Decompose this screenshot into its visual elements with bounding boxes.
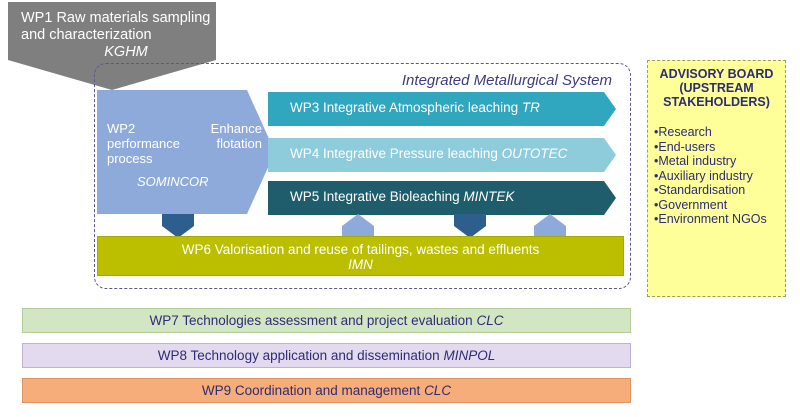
advisory-board-list: Research End-users Metal industry Auxili…	[654, 125, 785, 227]
wp2-partner: SOMINCOR	[137, 174, 209, 189]
advisory-item: End-users	[654, 140, 785, 155]
wp2-chevron-shape	[97, 90, 275, 214]
wp3-arrow-shape	[268, 92, 616, 126]
wp4-label: WP4 Integrative Pressure leaching	[290, 146, 498, 161]
wp4-box: WP4 Integrative Pressure leaching OUTOTE…	[268, 138, 616, 172]
advisory-item: Environment NGOs	[654, 212, 785, 227]
wp1-partner: KGHM	[104, 44, 148, 60]
wp5-box: WP5 Integrative Bioleaching MINTEK	[268, 181, 616, 215]
wp2-box: WP2 Enhance performance flotation proces…	[97, 90, 275, 214]
link-arrow-up-wp6-wp3	[342, 214, 374, 238]
wp8-partner: MINPOL	[443, 348, 496, 363]
wp1-label: WP1 Raw materials sampling and character…	[21, 10, 211, 43]
wp6-box: WP6 Valorisation and reuse of tailings, …	[97, 236, 624, 276]
advisory-item: Auxiliary industry	[654, 169, 785, 184]
integrated-system-title: Integrated Metallurgical System	[401, 72, 612, 89]
wp2-label: WP2 Enhance performance flotation proces…	[107, 121, 262, 166]
wp6-partner: IMN	[348, 257, 373, 272]
wp9-band: WP9 Coordination and management CLC	[22, 378, 631, 403]
advisory-item: Metal industry	[654, 154, 785, 169]
advisory-item: Standardisation	[654, 183, 785, 198]
wp8-label: WP8 Technology application and dissemina…	[157, 348, 440, 363]
wp4-arrow-shape	[268, 138, 616, 172]
wp5-label: WP5 Integrative Bioleaching	[290, 189, 460, 204]
wp8-band: WP8 Technology application and dissemina…	[22, 343, 631, 368]
wp7-partner: CLC	[476, 313, 504, 328]
wp1-arrow-shape	[8, 2, 216, 90]
wp9-partner: CLC	[424, 383, 452, 398]
wp1-box: WP1 Raw materials sampling and character…	[8, 2, 216, 90]
advisory-board-title: ADVISORY BOARD (UPSTREAM STAKEHOLDERS)	[659, 67, 774, 109]
link-arrow-up-wp6-wp5	[534, 214, 566, 238]
wp7-band: WP7 Technologies assessment and project …	[22, 308, 631, 333]
wp3-label: WP3 Integrative Atmospheric leaching	[290, 100, 519, 115]
wp7-label: WP7 Technologies assessment and project …	[149, 313, 473, 328]
link-arrow-down-wp5-wp6	[454, 214, 486, 238]
wp5-arrow-shape	[268, 181, 616, 215]
advisory-board-box: ADVISORY BOARD (UPSTREAM STAKEHOLDERS) R…	[647, 60, 786, 297]
integrated-system-frame	[94, 63, 631, 289]
wp6-label: WP6 Valorisation and reuse of tailings, …	[181, 242, 540, 257]
wp4-partner: OUTOTEC	[501, 146, 568, 161]
wp5-partner: MINTEK	[463, 189, 515, 204]
advisory-item: Government	[654, 198, 785, 213]
link-arrow-down-wp2-wp6	[162, 214, 194, 238]
advisory-item: Research	[654, 125, 785, 140]
wp3-box: WP3 Integrative Atmospheric leaching TR	[268, 92, 616, 126]
wp3-partner: TR	[521, 100, 540, 115]
wp9-label: WP9 Coordination and management	[201, 383, 421, 398]
